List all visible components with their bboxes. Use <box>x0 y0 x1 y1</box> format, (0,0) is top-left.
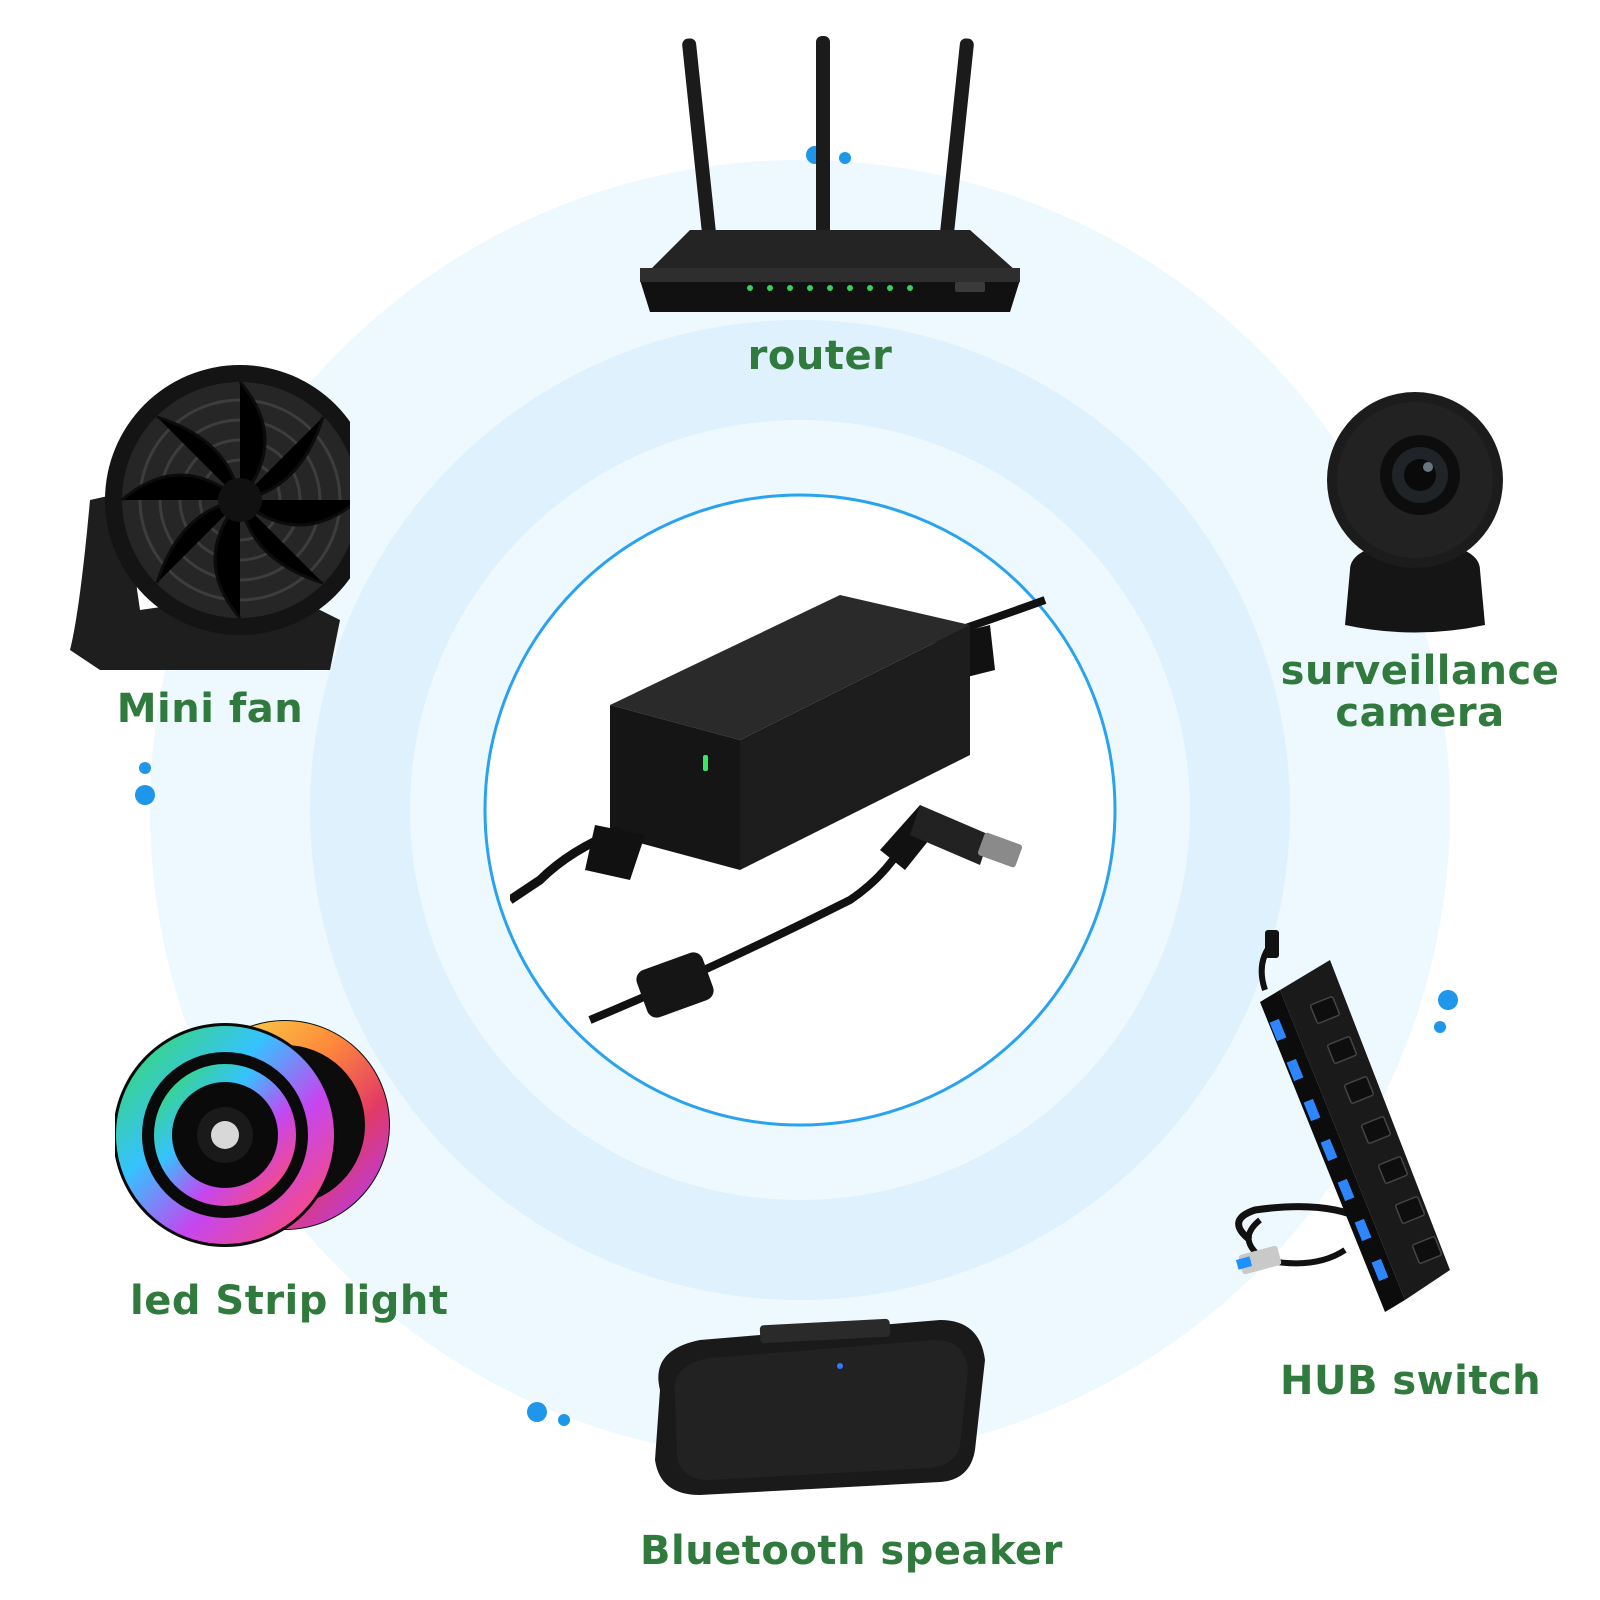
accent-dot <box>135 785 155 805</box>
accent-dot <box>527 1402 547 1422</box>
accent-dot <box>558 1414 570 1426</box>
accent-dot <box>1438 990 1458 1010</box>
usb-hub-icon <box>1235 920 1475 1350</box>
power-adapter-icon <box>510 580 1090 1060</box>
camera-label-line1: surveillance <box>1280 648 1560 694</box>
led-strip-icon <box>115 1000 395 1270</box>
camera-label-line2: camera <box>1335 690 1505 736</box>
accent-dot <box>1434 1021 1446 1033</box>
fan-icon <box>60 350 350 680</box>
router-label: router <box>747 333 893 379</box>
speaker-icon <box>640 1310 990 1500</box>
camera-label: surveillance camera <box>1281 650 1559 736</box>
speaker-label: Bluetooth speaker <box>640 1528 1063 1574</box>
hub-label: HUB switch <box>1280 1358 1542 1404</box>
accent-dot <box>139 762 151 774</box>
accent-dot <box>839 152 851 164</box>
camera-icon <box>1320 385 1510 645</box>
led-strip-label: led Strip light <box>130 1278 449 1324</box>
fan-label: Mini fan <box>116 686 304 732</box>
router-icon <box>630 30 1030 340</box>
